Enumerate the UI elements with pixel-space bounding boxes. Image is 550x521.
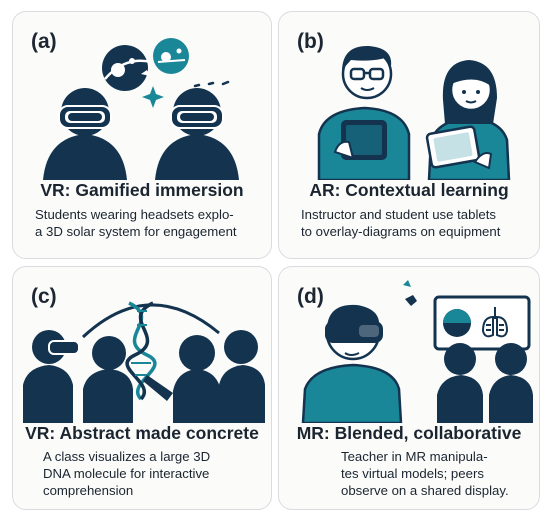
tablet-icon xyxy=(341,120,387,160)
panel-caption: Teacher in MR manipula- tes virtual mode… xyxy=(341,449,509,498)
panel-title: MR: Blended, collaborative xyxy=(296,423,522,443)
vr-headset-icon xyxy=(325,321,383,343)
panel-letter: (b) xyxy=(297,30,324,53)
panel-letter: (a) xyxy=(31,30,57,53)
instructor xyxy=(317,45,411,180)
panel-caption: A class visualizes a large 3D DNA molecu… xyxy=(43,449,211,498)
planet-icon xyxy=(153,38,189,74)
teacher xyxy=(301,304,403,423)
planet-icon xyxy=(102,45,152,91)
vr-students-illustration xyxy=(43,38,239,180)
panel-title: VR: Gamified immersion xyxy=(40,180,244,200)
peers xyxy=(437,343,533,423)
class-students xyxy=(23,330,265,423)
glasses-icon xyxy=(349,67,385,81)
dna-class-illustration xyxy=(23,301,265,423)
ar-tablet-illustration xyxy=(317,45,511,180)
sparkle-icon xyxy=(142,86,164,108)
dna-helix-icon xyxy=(125,301,157,401)
shared-display-icon xyxy=(433,295,531,351)
panel-mr-blended: (d) MR: Blended, collaborative Teacher i… xyxy=(278,266,540,510)
panel-title: VR: Abstract made concrete xyxy=(25,423,259,443)
vr-headset-icon xyxy=(170,105,224,129)
vr-headset-icon xyxy=(58,105,112,129)
panel-ar-contextual: (b) AR: Contextual learning Instructor a… xyxy=(278,11,540,259)
panel-vr-gamified: (a) VR: Gamified immersion Students wear… xyxy=(12,11,272,259)
panel-caption: Students wearing headsets explo- a 3D so… xyxy=(35,207,237,239)
student-right xyxy=(155,88,239,180)
panel-caption: Instructor and student use tablets to ov… xyxy=(301,207,501,239)
panel-letter: (c) xyxy=(31,285,57,308)
panel-vr-abstract: (c) VR: Abstract made concrete A class v… xyxy=(12,266,272,510)
tablet-icon xyxy=(425,125,481,169)
panel-title: AR: Contextual learning xyxy=(309,180,509,200)
panel-letter: (d) xyxy=(297,285,324,308)
lungs-icon xyxy=(481,307,509,338)
student xyxy=(425,60,511,180)
student-left xyxy=(43,88,127,180)
vr-headset-icon xyxy=(48,340,80,355)
mr-teacher-illustration xyxy=(301,280,533,423)
